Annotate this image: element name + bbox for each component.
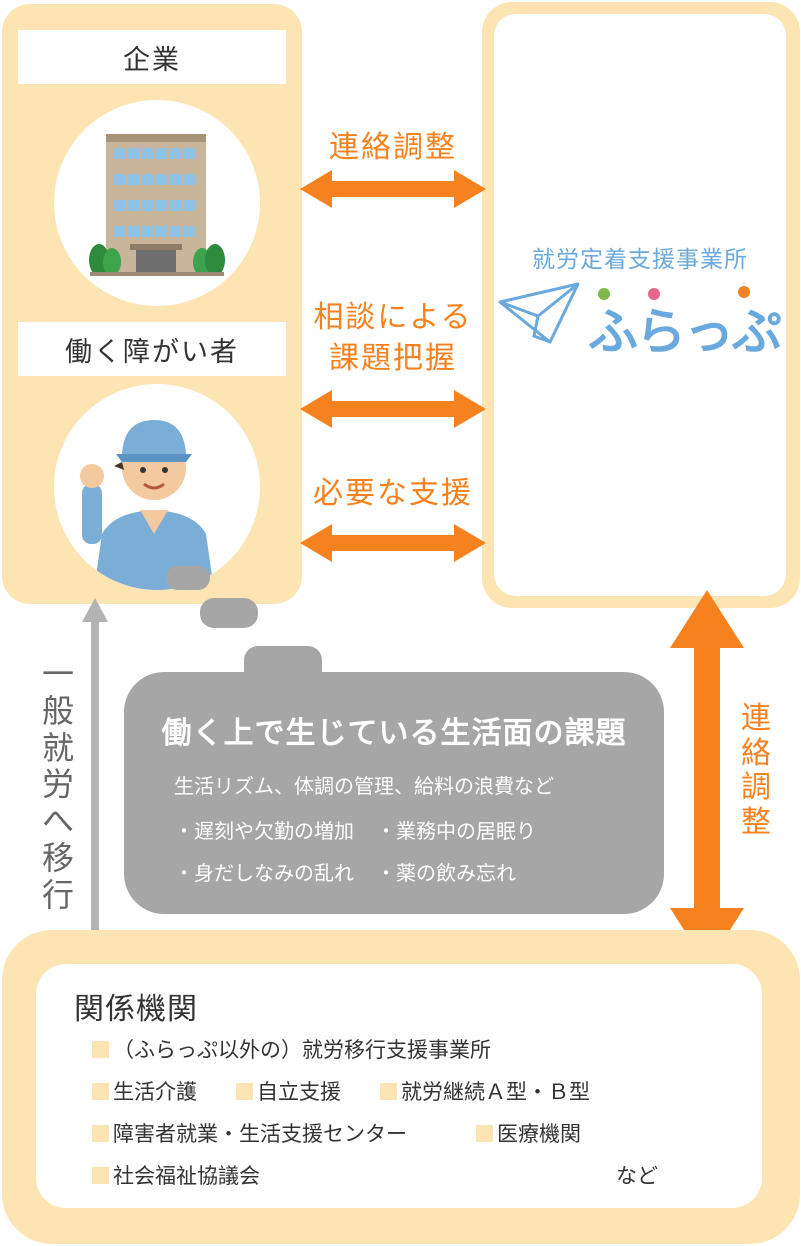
org-item: （ふらっぷ以外の）就労移行支援事業所: [92, 1034, 491, 1064]
bullet-square-icon: [476, 1124, 493, 1142]
org-item: 障害者就業・生活支援センター: [92, 1118, 407, 1148]
consultation-label: 相談による 課題把握: [302, 298, 484, 379]
related-organizations-inner: [36, 964, 762, 1208]
support-label: 必要な支援: [313, 476, 473, 511]
bubble-dot-small: [166, 566, 210, 590]
org-item-label: 自立支援: [257, 1080, 341, 1104]
brand-logo: [498, 280, 786, 360]
bullet-square-icon: [380, 1082, 397, 1100]
related-organizations-title: 関係機関: [74, 992, 198, 1027]
org-item: 医療機関: [476, 1118, 581, 1148]
bullet-square-icon: [92, 1166, 109, 1184]
org-item: 自立支援: [236, 1076, 341, 1106]
org-item-label: 就労継続Ａ型・Ｂ型: [401, 1080, 590, 1104]
office-building-icon: [89, 134, 225, 276]
org-item-label: 医療機関: [497, 1122, 581, 1146]
vertical-coordination-label: 連絡調整: [741, 701, 771, 840]
org-item: 就労継続Ａ型・Ｂ型: [380, 1076, 590, 1106]
worker-label: 働く障がい者: [18, 322, 286, 376]
org-item-label: 障害者就業・生活支援センター: [113, 1122, 407, 1146]
org-item-label: 生活介護: [113, 1080, 197, 1104]
bullet-square-icon: [236, 1082, 253, 1100]
vertical-coordination-arrow: [670, 590, 744, 966]
consultation-label-line2: 課題把握: [329, 340, 457, 376]
worker-circle: [54, 384, 260, 590]
bullet-square-icon: [92, 1124, 109, 1142]
bubble-dot-medium: [200, 598, 258, 628]
issue-bullet: ・身だしなみの乱れ: [174, 861, 354, 885]
org-item-label: 社会福祉協議会: [113, 1164, 260, 1188]
transition-label: 一般就労へ移行: [41, 655, 74, 914]
issues-title: 働く上で生じている生活面の課題: [161, 716, 627, 751]
org-item: 社会福祉協議会: [92, 1160, 260, 1190]
transition-arrow: [82, 598, 108, 962]
company-circle: [54, 100, 260, 306]
issue-bullet: ・薬の飲み忘れ: [376, 861, 516, 885]
issues-bubble: [124, 672, 664, 914]
service-name: 就労定着支援事業所: [532, 247, 748, 273]
paper-plane-icon: [498, 282, 580, 344]
company-label: 企業: [18, 30, 286, 84]
support-arrow: [300, 524, 486, 562]
issue-bullet: ・遅刻や欠勤の増加: [174, 819, 354, 843]
brand-name: ふらっぷ: [588, 303, 782, 361]
issues-summary: 生活リズム、体調の管理、給料の浪費など: [174, 774, 554, 798]
bullet-square-icon: [92, 1082, 109, 1100]
bullet-square-icon: [92, 1040, 109, 1058]
consultation-label-line1: 相談による: [313, 300, 473, 335]
issue-bullet: ・業務中の居眠り: [376, 819, 536, 843]
worker-person-icon: [80, 420, 214, 590]
coordination-arrow: [300, 170, 486, 208]
org-etc-label: など: [616, 1164, 658, 1188]
org-item-label: （ふらっぷ以外の）就労移行支援事業所: [113, 1038, 491, 1062]
coordination-label: 連絡調整: [329, 130, 457, 165]
consultation-arrow: [300, 390, 486, 428]
org-item: 生活介護: [92, 1076, 197, 1106]
